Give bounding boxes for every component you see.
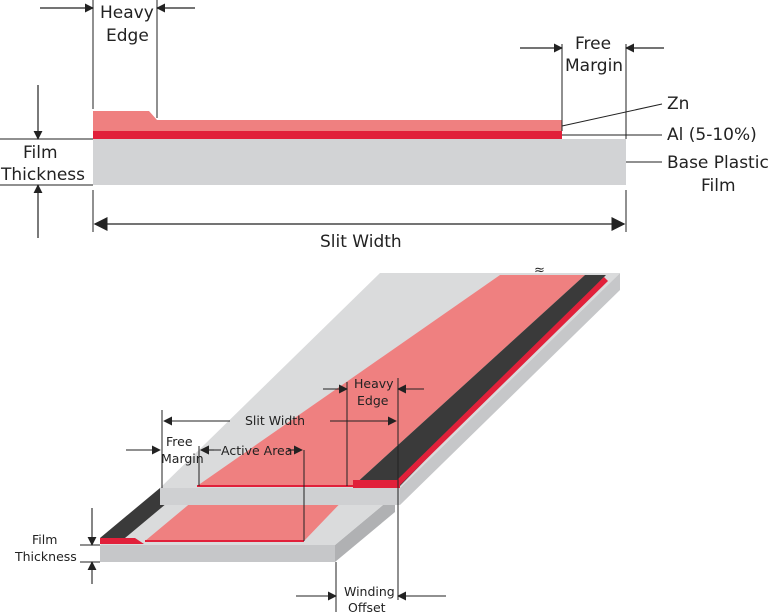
upper-film-red-edge-long: [396, 277, 608, 485]
free-margin-label-line1: Free: [575, 34, 611, 54]
lower-film-red-edge: [100, 538, 144, 544]
base-plastic-film-layer: [93, 139, 626, 185]
wv-film-thickness-label-line2: Thickness: [14, 549, 77, 564]
upper-film-metallized-area: [197, 275, 585, 486]
wv-winding-offset-label-line1: Winding: [344, 584, 395, 599]
zn-label: Zn: [667, 94, 689, 114]
wv-winding-offset-label-line2: Offset: [348, 600, 386, 615]
base-film-label-line1: Base Plastic: [667, 153, 769, 173]
upper-film-side-face: [400, 273, 620, 505]
free-margin-label-line2: Margin: [565, 56, 623, 76]
heavy-edge-label-line2: Edge: [106, 26, 149, 46]
wv-heavy-edge-label-line2: Edge: [357, 393, 389, 408]
slit-width-label: Slit Width: [320, 232, 402, 252]
wv-active-area-label: Active Area: [221, 443, 292, 458]
base-film-label-line2: Film: [701, 176, 736, 196]
winding-view: ≈ Heavy Edge Slit Width Free Margin Acti…: [14, 263, 620, 615]
upper-film-front-face: [160, 488, 400, 505]
heavy-edge-label-line1: Heavy: [100, 3, 154, 23]
wv-free-margin-label-line2: Margin: [161, 451, 204, 466]
break-mark: ≈: [534, 263, 545, 278]
upper-film-red-edge: [353, 480, 400, 488]
wv-film-thickness-label-line1: Film: [32, 532, 57, 547]
al-label: Al (5-10%): [667, 125, 757, 145]
upper-film-dark-margin: [353, 275, 606, 486]
wv-slit-width-label: Slit Width: [245, 413, 305, 428]
al-layer: [93, 131, 562, 139]
lower-film-side: [100, 545, 335, 562]
lower-film-end-side: [335, 495, 395, 562]
wv-free-margin-label-line1: Free: [166, 434, 193, 449]
zn-layer: [93, 111, 562, 131]
cross-section: Heavy Edge Free Margin Zn Al (5-10%) Bas…: [0, 0, 769, 252]
zn-leader: [561, 103, 663, 127]
film-thickness-label-line1: Film: [23, 143, 58, 163]
film-thickness-label-line2: Thickness: [0, 165, 85, 185]
wv-heavy-edge-label-line1: Heavy: [354, 376, 394, 391]
